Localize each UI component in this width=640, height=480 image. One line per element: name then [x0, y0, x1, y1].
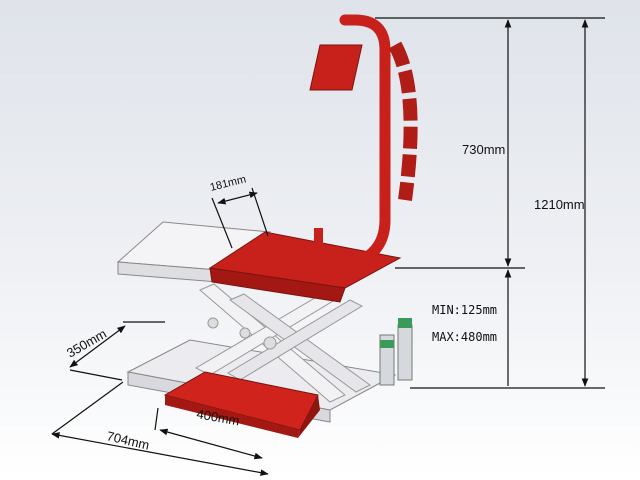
red-arm [312, 14, 391, 274]
base-length-label: 704mm [105, 428, 151, 452]
dimension-lines [51, 17, 605, 476]
scissor-legs [194, 283, 371, 403]
scissor-lift-illustration [116, 14, 418, 438]
air-filter-regulator [379, 318, 413, 386]
seat-width-label: 181mm [209, 173, 248, 194]
min-height-label: MIN:125mm [432, 303, 497, 317]
arm-height-label: 730mm [462, 142, 505, 157]
head-pad [309, 44, 363, 91]
max-height-label: MAX:480mm [432, 330, 497, 344]
total-height-label: 1210mm [534, 197, 585, 212]
ramp-width-label: 400mm [195, 406, 240, 428]
